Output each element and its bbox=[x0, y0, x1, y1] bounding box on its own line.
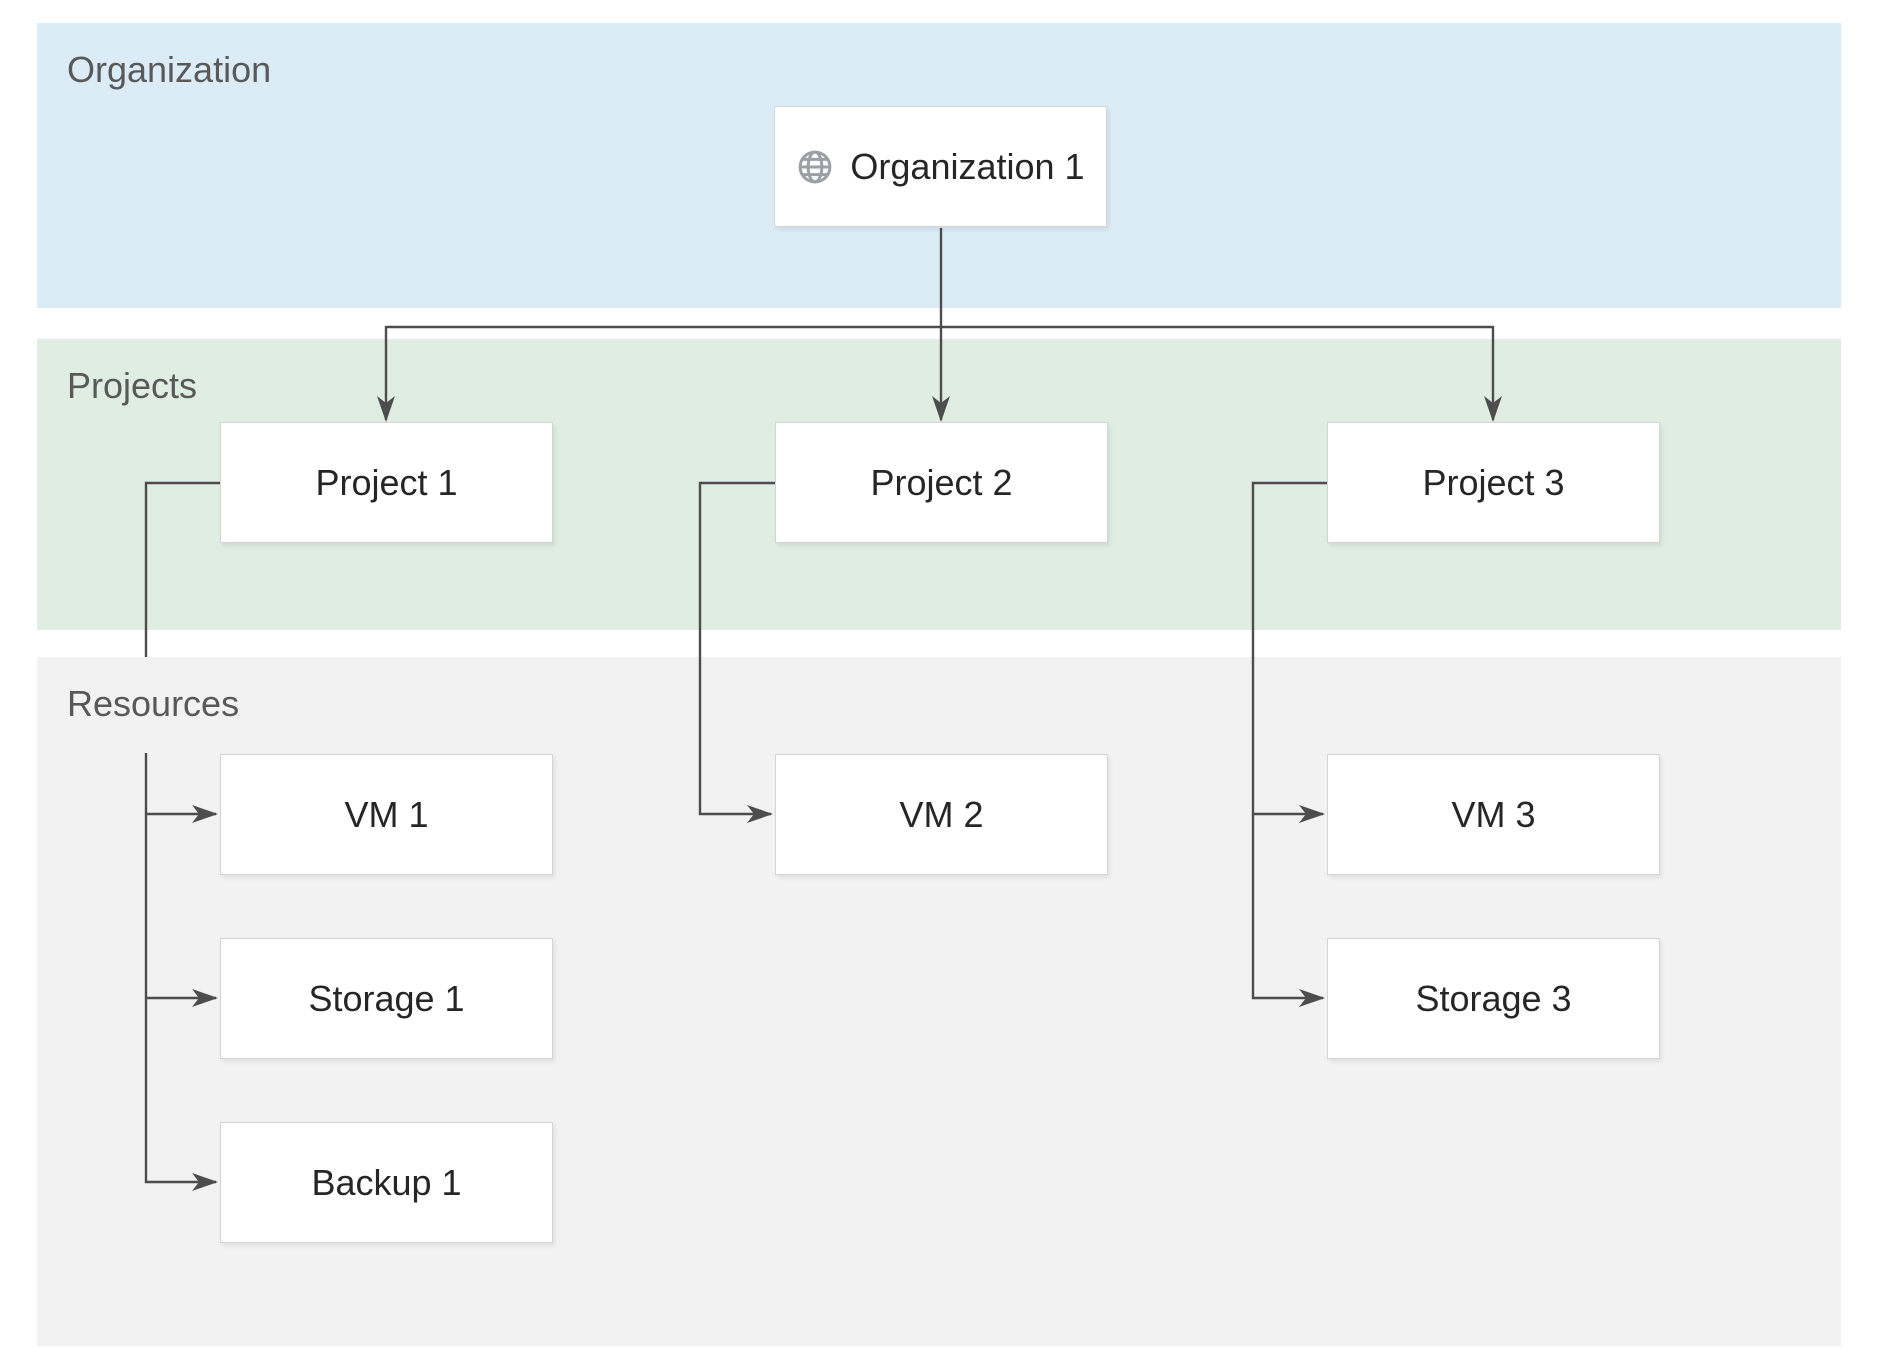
lane-organization-label: Organization bbox=[67, 49, 272, 90]
node-vm-3-label: VM 3 bbox=[1451, 793, 1536, 835]
node-vm-1[interactable]: VM 1 bbox=[220, 754, 553, 875]
node-project-1[interactable]: Project 1 bbox=[220, 422, 553, 543]
node-backup-1-label: Backup 1 bbox=[311, 1161, 462, 1203]
node-vm-1-label: VM 1 bbox=[344, 793, 429, 835]
node-project-2-label: Project 2 bbox=[870, 461, 1013, 503]
node-vm-2-label: VM 2 bbox=[899, 793, 984, 835]
node-backup-1[interactable]: Backup 1 bbox=[220, 1122, 553, 1243]
node-storage-3-label: Storage 3 bbox=[1415, 977, 1572, 1019]
node-vm-2[interactable]: VM 2 bbox=[775, 754, 1108, 875]
node-organization-1-label: Organization 1 bbox=[850, 145, 1085, 187]
node-storage-3[interactable]: Storage 3 bbox=[1327, 938, 1660, 1059]
lane-projects-label: Projects bbox=[67, 365, 198, 406]
globe-icon bbox=[796, 148, 834, 186]
node-vm-3[interactable]: VM 3 bbox=[1327, 754, 1660, 875]
node-storage-1-label: Storage 1 bbox=[308, 977, 465, 1019]
node-organization-1[interactable]: Organization 1 bbox=[774, 106, 1107, 227]
node-project-3-label: Project 3 bbox=[1422, 461, 1565, 503]
node-project-2[interactable]: Project 2 bbox=[775, 422, 1108, 543]
node-project-3[interactable]: Project 3 bbox=[1327, 422, 1660, 543]
node-project-1-label: Project 1 bbox=[315, 461, 458, 503]
node-storage-1[interactable]: Storage 1 bbox=[220, 938, 553, 1059]
lane-resources-label: Resources bbox=[67, 683, 240, 724]
